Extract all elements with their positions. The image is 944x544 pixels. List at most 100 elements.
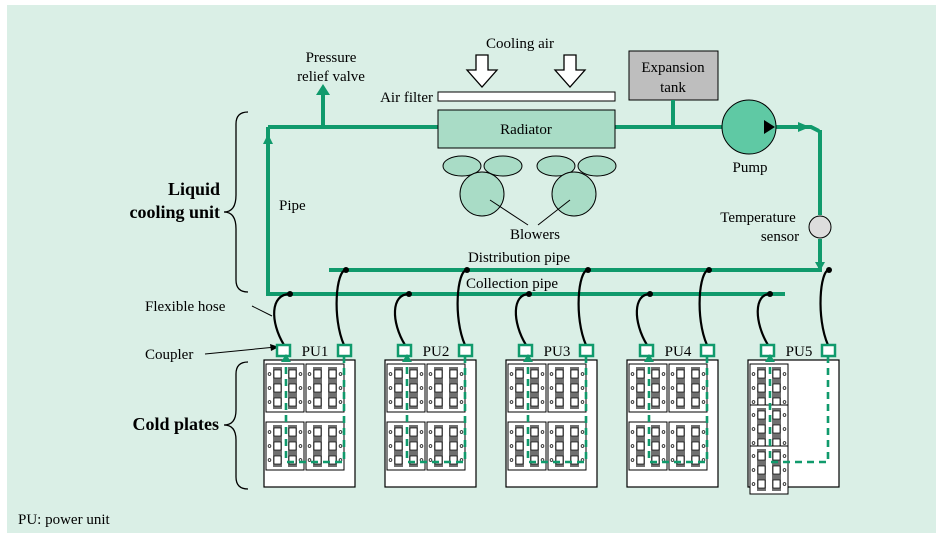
liquid-cooling-unit-label-line2: cooling unit	[129, 202, 220, 222]
pu5-module-screw	[782, 482, 787, 486]
pu2-module-screw	[459, 444, 464, 448]
pu2-module-terminal	[434, 455, 443, 465]
pu2-module-screw	[428, 400, 433, 404]
pu2-module-screw	[419, 372, 424, 376]
pu4-module-terminal	[691, 441, 700, 451]
temperature-sensor-label-line2: sensor	[761, 229, 799, 245]
pu5-module-terminal	[772, 424, 781, 434]
pu4-module-terminal	[636, 441, 645, 451]
pu3-module-terminal	[570, 397, 579, 407]
pu2-module-screw	[428, 430, 433, 434]
pu2-module-terminal	[449, 427, 458, 437]
pu4-distribution-node	[706, 267, 712, 273]
pu5-module-screw	[782, 400, 787, 404]
pu4-module-terminal	[636, 427, 645, 437]
pu2-module-screw	[388, 458, 393, 462]
pu3-module-terminal	[530, 427, 539, 437]
pu1-module-terminal	[328, 369, 337, 379]
pu2-module-screw	[428, 372, 433, 376]
pu1-collection-node	[287, 291, 293, 297]
pu2-module-terminal	[434, 427, 443, 437]
flow-up-arrow-icon	[263, 134, 273, 144]
pu1-label: PU1	[302, 344, 329, 360]
pu4-collection-hose	[635, 292, 651, 346]
pu1-module-screw	[307, 444, 312, 448]
pu1-module-screw	[307, 372, 312, 376]
pu1-module-terminal	[288, 455, 297, 465]
pu2-module-terminal	[409, 383, 418, 393]
pu1-module-terminal	[328, 455, 337, 465]
pu5-module-terminal	[772, 383, 781, 393]
pu1-module-screw	[338, 400, 343, 404]
pu2-module	[426, 363, 466, 413]
pu4-module-terminal	[651, 397, 660, 407]
pu4-module-terminal	[676, 383, 685, 393]
pu4-module-screw	[661, 372, 666, 376]
pressure-relief-valve-label-line1: Pressure	[306, 50, 357, 66]
pu5-module-screw	[751, 372, 756, 376]
pu1-module-terminal	[313, 397, 322, 407]
pu3-module-terminal	[570, 455, 579, 465]
cooling-air-arrow-right-icon	[553, 54, 587, 88]
pu3-module-screw	[580, 444, 585, 448]
pu2-module-screw	[428, 458, 433, 462]
pu2-module-terminal	[434, 369, 443, 379]
pu4-flow-path	[647, 356, 709, 464]
pu4-module-screw	[661, 430, 666, 434]
pu3-module-screw	[549, 444, 554, 448]
pu1-module-screw	[298, 400, 303, 404]
pu4-module-screw	[670, 386, 675, 390]
pu3-module-screw	[580, 372, 585, 376]
pu5-flow-arrow-icon	[765, 354, 775, 362]
pu1-module-terminal	[273, 441, 282, 451]
pu2-module-screw	[388, 444, 393, 448]
pu4-module-terminal	[676, 455, 685, 465]
pu4-module-screw	[630, 458, 635, 462]
pu1-module-terminal	[273, 369, 282, 379]
pu3-module-screw	[509, 444, 514, 448]
pu1-module-screw	[298, 430, 303, 434]
pu5-module-screw	[782, 468, 787, 472]
pu1-flow-arrow-icon	[281, 354, 291, 362]
pu1-module-screw	[338, 430, 343, 434]
pu5-collection-hose	[756, 292, 771, 346]
footnote: PU: power unit	[18, 512, 110, 528]
pu3-module-terminal	[555, 455, 564, 465]
pu3-module-terminal	[515, 441, 524, 451]
air-filter	[437, 91, 616, 102]
pu4-module-screw	[661, 400, 666, 404]
pu5-coupler-right	[820, 343, 837, 358]
pu5-module-screw	[751, 441, 756, 445]
pu3-module-terminal	[515, 369, 524, 379]
pu5-module-terminal	[757, 479, 766, 489]
pu5-module-screw	[751, 468, 756, 472]
pu1-module-terminal	[273, 427, 282, 437]
pu3-module-terminal	[570, 369, 579, 379]
cooling-air-arrow-left-icon	[465, 54, 499, 88]
pu2-module-terminal	[409, 455, 418, 465]
pu2-coupler-left	[396, 343, 413, 358]
pu4-module-frame	[668, 363, 708, 413]
pu1-module-terminal	[288, 369, 297, 379]
pu3-module-terminal	[515, 383, 524, 393]
pu3-module-screw	[509, 400, 514, 404]
pu1-module-screw	[307, 458, 312, 462]
pu3-module-terminal	[515, 455, 524, 465]
pu5-module-screw	[782, 454, 787, 458]
pu4-module-screw	[701, 386, 706, 390]
pipe-label: Pipe	[279, 198, 306, 214]
pu2-collection-hose	[393, 292, 410, 346]
pu3-distribution-hose	[577, 268, 589, 346]
pu3-coupler-left	[517, 343, 534, 358]
pu3-collection-hose	[514, 292, 530, 346]
pu1-module-screw	[267, 386, 272, 390]
pu2-module-frame	[426, 363, 466, 413]
pu4-module-screw	[670, 444, 675, 448]
pu2-flow-path	[405, 356, 467, 464]
flexible-hose-label: Flexible hose	[145, 299, 226, 315]
pump	[721, 99, 777, 155]
pu4-module	[628, 421, 668, 471]
pu1-module-terminal	[313, 455, 322, 465]
pu3-module-screw	[549, 386, 554, 390]
